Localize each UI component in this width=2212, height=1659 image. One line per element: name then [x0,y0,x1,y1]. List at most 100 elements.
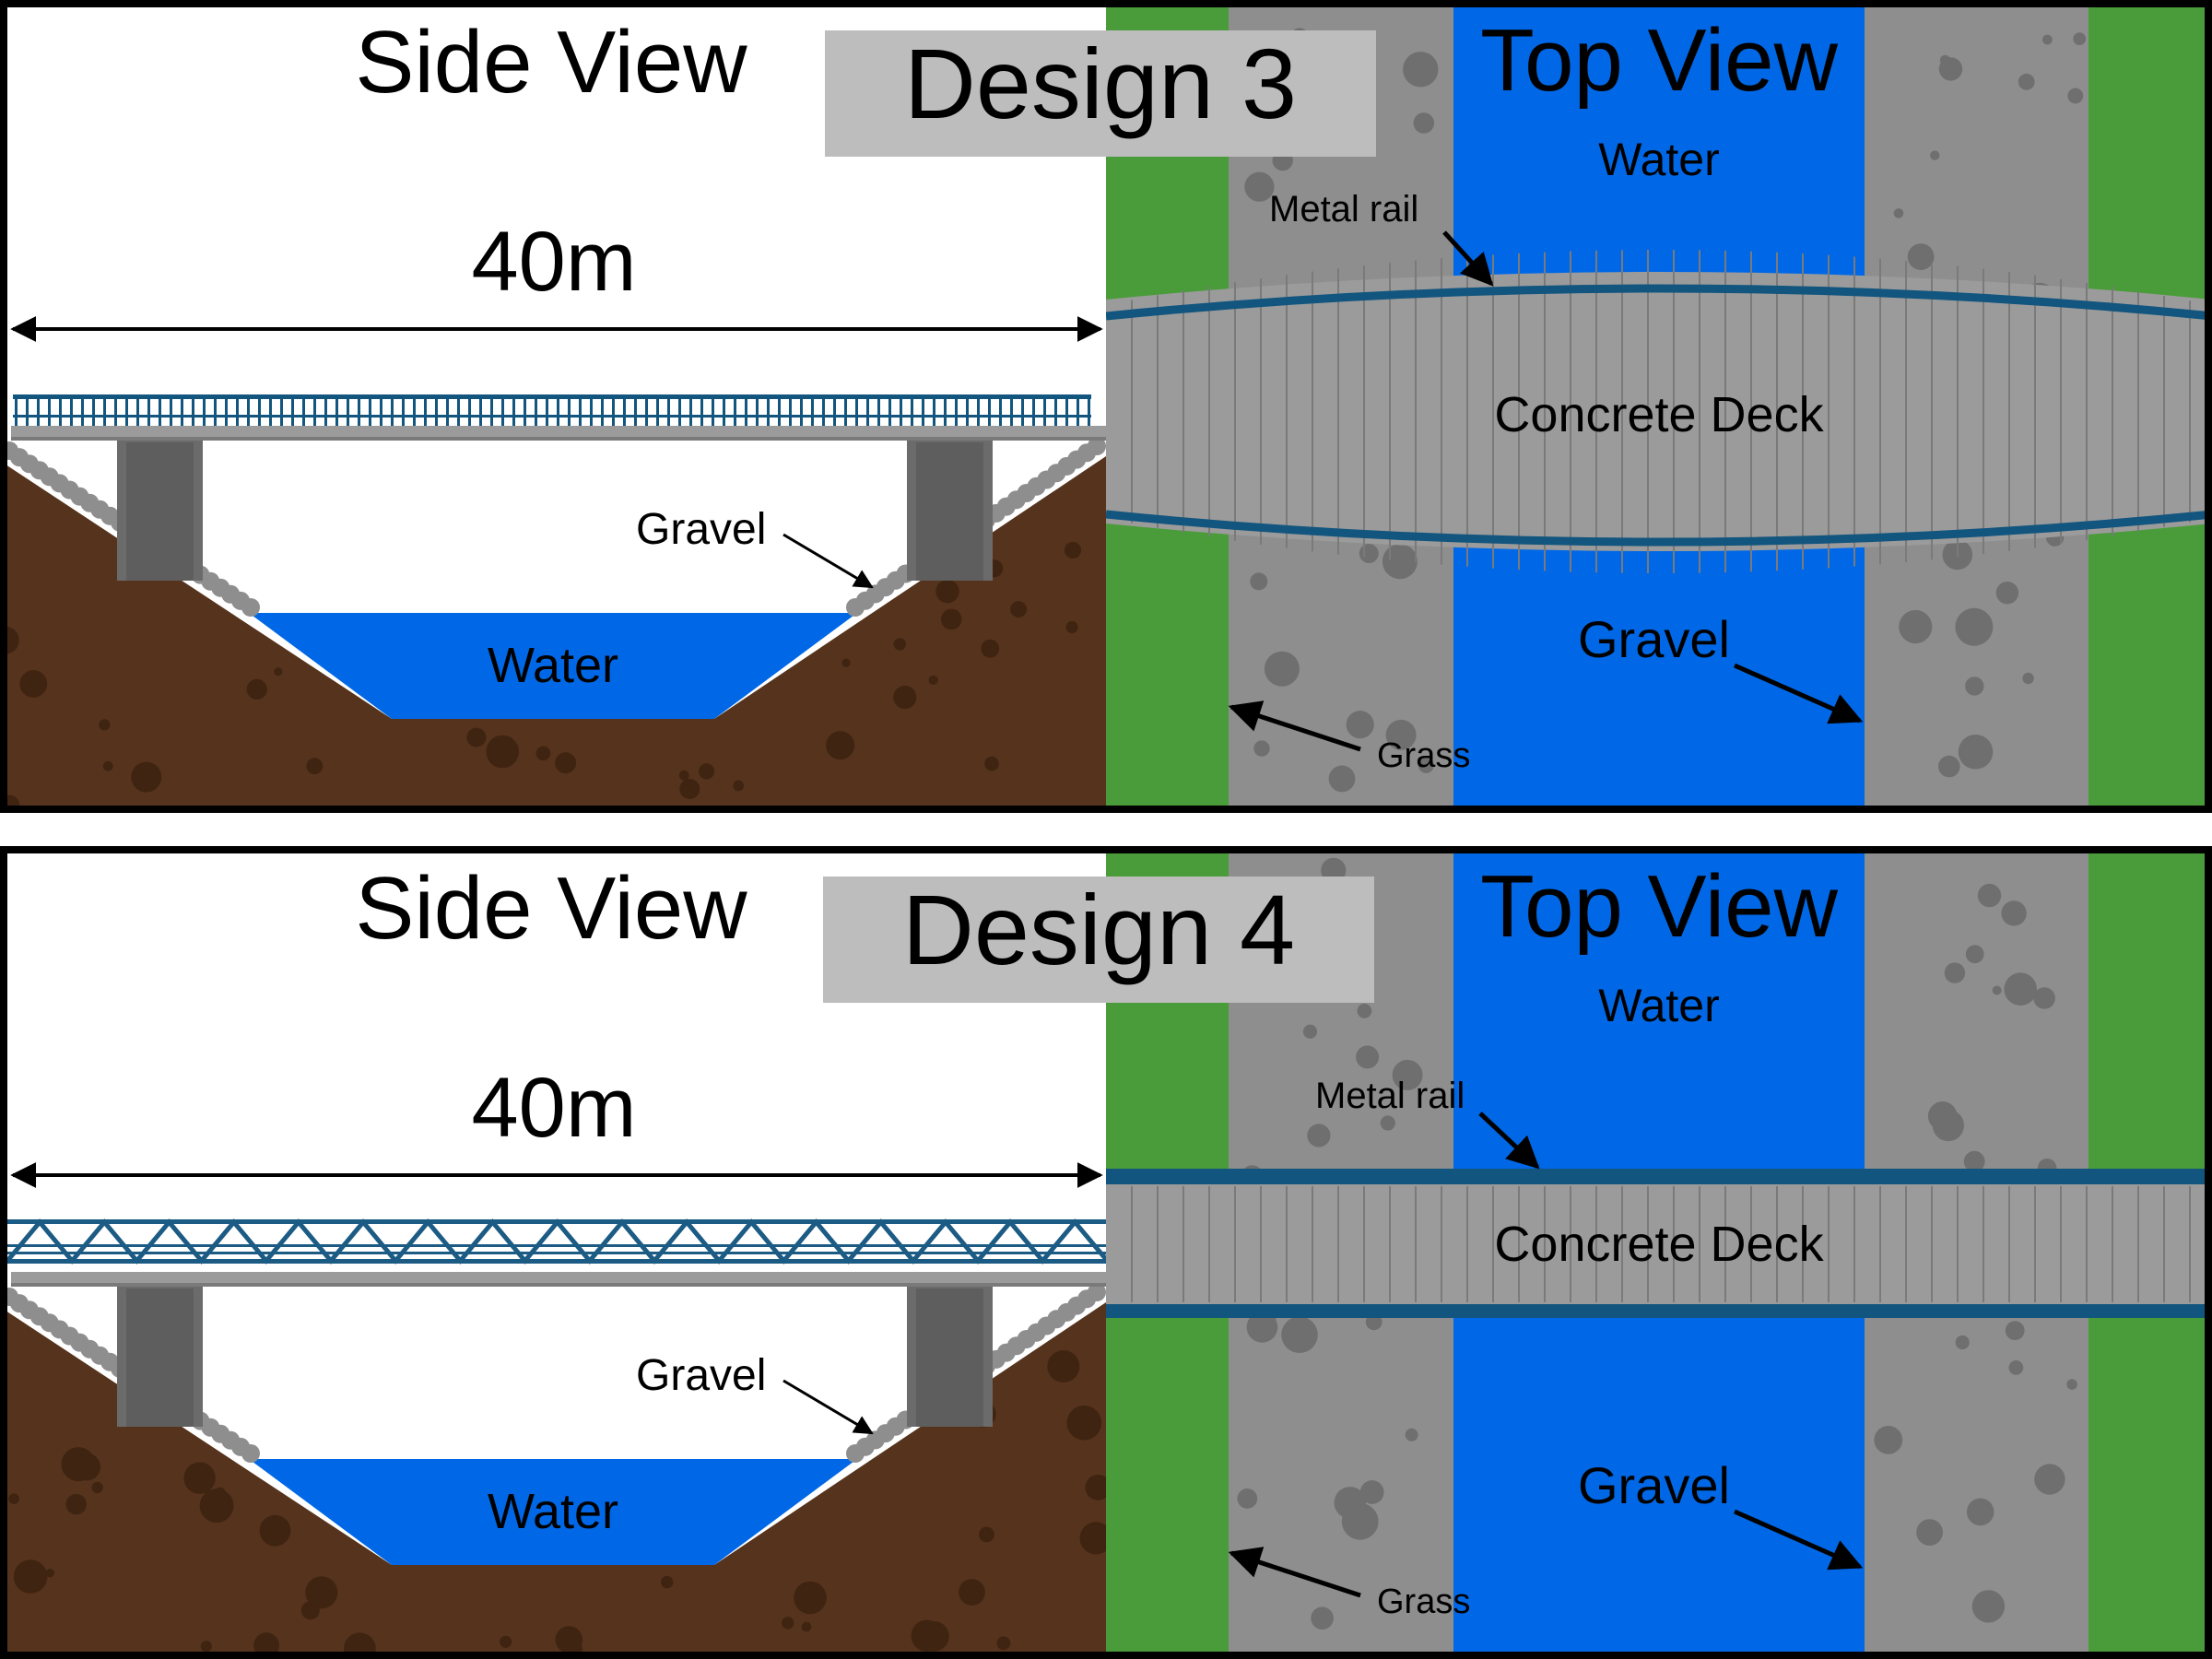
railing-post [557,396,559,426]
soil-spot [841,658,851,667]
railing-post [15,396,18,426]
gravel-stone [1405,1428,1418,1441]
railing-post [535,396,537,426]
metal-rail-arrow [1478,1112,1540,1170]
soil-spot [344,1632,376,1652]
soil-spot [183,1462,216,1494]
soil-spot [246,678,267,700]
soil-spot [259,1514,291,1547]
gravel-stone [1916,1519,1944,1546]
railing-post [689,396,692,426]
railing-post [125,396,128,426]
railing-post [114,396,117,426]
soil-spot [1085,1475,1106,1500]
railing-post [391,396,394,426]
railing-post [291,396,294,426]
gravel-stone [1311,1606,1334,1630]
soil-spot [61,1447,96,1482]
gravel-stone [1907,243,1935,270]
gravel-stone [2034,1464,2065,1495]
soil-spot [65,1493,87,1515]
soil-spot [45,1569,54,1578]
gravel-stone [1359,1480,1384,1504]
railing-post [944,396,947,426]
metal-rail-south [1106,1304,2205,1318]
gravel-stone [1992,985,2002,995]
railing-post [26,396,29,426]
soil-spot [19,670,48,698]
soil-spot [661,1575,674,1589]
soil-spot [1064,541,1082,559]
railing-post [92,396,95,426]
railing-post [1054,396,1057,426]
railing-post [479,396,482,426]
soil-spot [1066,1406,1102,1441]
metal-rail-north [1106,284,2205,321]
bridge-deck-side [11,1272,1106,1283]
soil-spot [928,675,938,686]
gravel-stone [2005,1321,2025,1340]
railing-mid-bar [13,415,1091,418]
metal-rail-label: Metal rail [1269,189,1418,229]
railing-post [358,396,360,426]
railing-post [767,396,770,426]
railing-post [335,396,338,426]
bridge-pier-right-face [916,1288,983,1427]
railing-post [1021,396,1024,426]
gravel-stone [2018,73,2035,90]
soil-spot [794,1581,827,1615]
gravel-label-side: Gravel [636,505,766,554]
railing-post [446,396,449,426]
bridge-pier-left-face [126,442,194,581]
soil-spot [893,685,917,710]
gravel-stone [1392,1059,1423,1090]
railing-post [512,396,515,426]
metal-rail-north [1106,1169,2205,1184]
gravel-stone [1359,544,1379,563]
railing-post [37,396,40,426]
railing-post [888,396,891,426]
truss-mid-chord [7,1244,1106,1247]
railing-post [203,396,206,426]
soil-spot [679,779,700,799]
gravel-stone [1927,1101,1958,1131]
deck-surface [1106,1184,2205,1304]
gravel-arrow-top [1733,1509,1864,1571]
railing-top-bar [13,394,1091,399]
railing-post [524,396,526,426]
railing-post [756,396,759,426]
metal-rail-label: Metal rail [1315,1076,1465,1116]
soil-spot [893,638,906,651]
gravel-stone [1328,765,1356,793]
soil-spot [940,608,962,630]
gravel-stone [2033,987,2055,1009]
soil-spot [935,580,959,604]
soil-spot [801,1621,812,1632]
gravel-stone [1253,740,1270,757]
design-title-box [825,30,1376,157]
design-title: Design 3 [904,28,1297,139]
railing-post [844,396,847,426]
railing-post [192,396,194,426]
railing-post [988,396,991,426]
concrete-deck-label: Concrete Deck [1494,1217,1824,1272]
gravel-stone [1264,651,1300,687]
gravel-stone [1955,1335,1970,1350]
gravel-stone [1356,1045,1380,1069]
bridge-deck-edge [11,1283,1106,1287]
gravel-stone [1938,57,1963,81]
gravel-stone [1418,757,1434,773]
soil-spot [981,639,1000,658]
bridge-deck-side [11,426,1106,437]
soil-spot [782,1617,794,1630]
railing-post [347,396,349,426]
soil-spot [99,719,111,731]
gravel-stone [2042,34,2053,45]
riverbank-soil [7,1302,1106,1652]
gravel-stone [241,1444,260,1463]
railing-post [380,396,382,426]
gravel-stone [1965,945,1984,964]
gravel-label-top: Gravel [1578,610,1730,668]
